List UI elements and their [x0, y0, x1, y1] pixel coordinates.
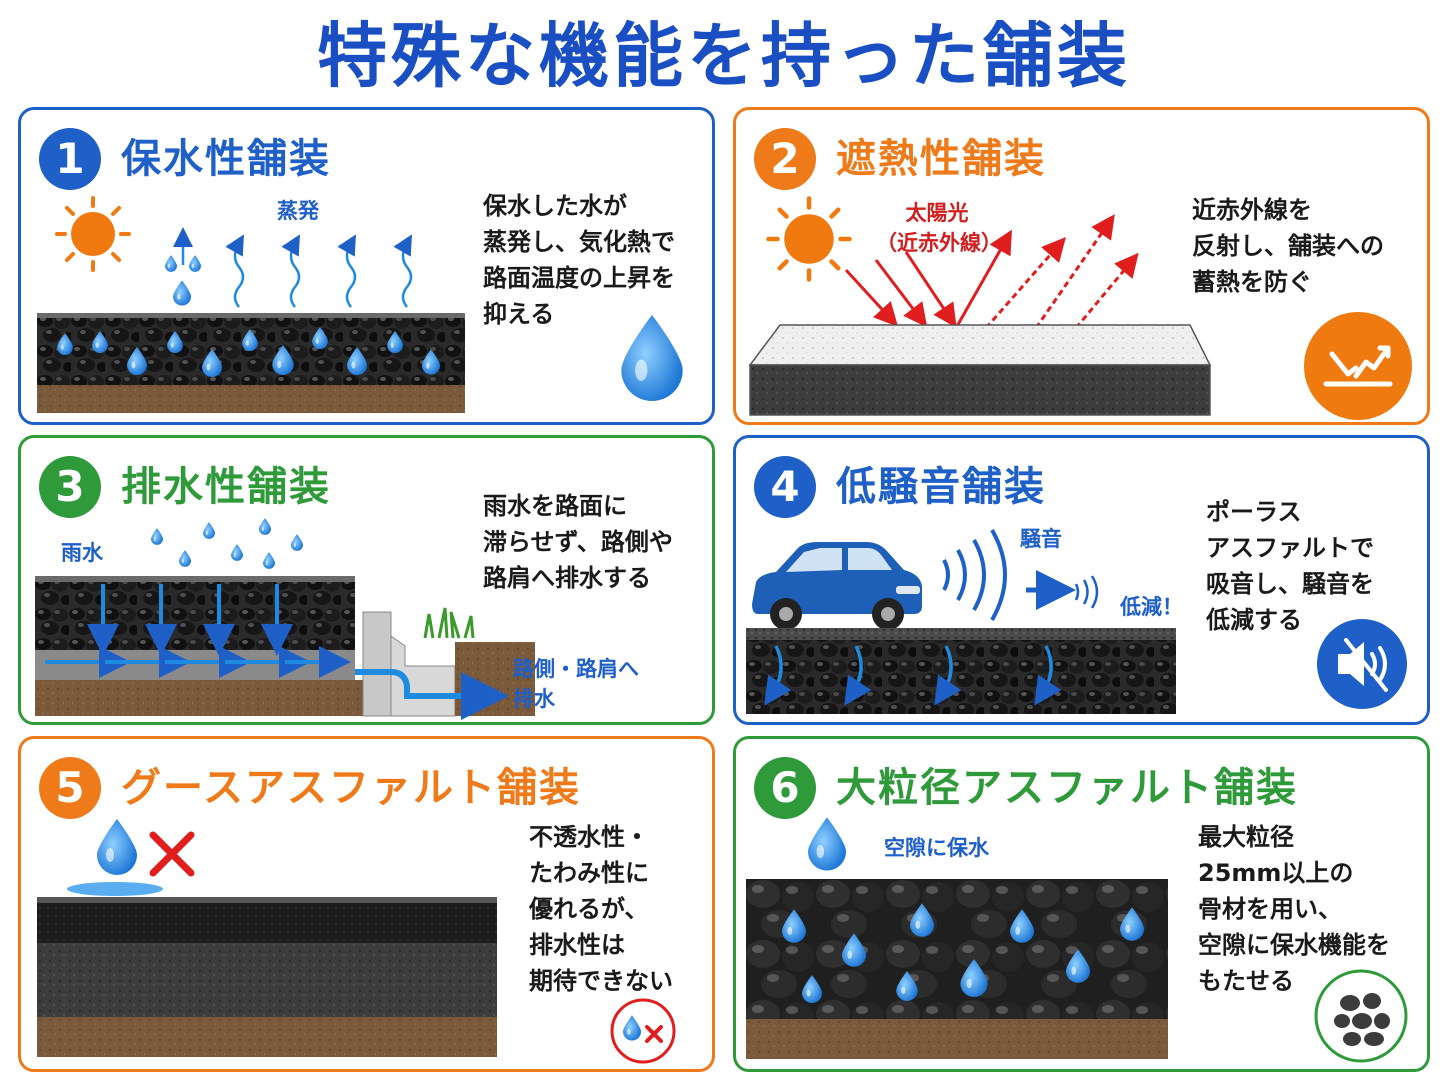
panel-large-aggregate: 6 大粒径アスファルト舗装 空隙に保水 最大粒径 25mm以上の 骨材を用い、 …	[733, 736, 1430, 1072]
panel-number: 2	[754, 128, 816, 190]
panel-number: 6	[754, 757, 816, 819]
reduced-label: 低減！	[1120, 595, 1183, 619]
rain-label: 雨水	[61, 541, 103, 565]
aggregate-icon	[1314, 969, 1408, 1063]
sun-icon	[55, 196, 131, 272]
sun-icon	[766, 196, 852, 282]
panel-title: 保水性舗装	[121, 136, 331, 182]
panel-title: 大粒径アスファルト舗装	[836, 765, 1298, 811]
panel-number: 5	[39, 757, 101, 819]
panel-guss-asphalt: 5 グースアスファルト舗装 不透水性・ たわみ性に 優れるが、 排水性は 期待で…	[18, 736, 715, 1072]
water-drop-icon	[67, 819, 163, 896]
rain-drops	[151, 518, 303, 569]
speaker-mute-icon	[1317, 619, 1407, 709]
pavement-cross-section	[746, 628, 1176, 714]
car-icon	[752, 542, 922, 630]
panel-description: 保水した水が 蒸発し、気化熱で 路面温度の上昇を 抑える	[483, 192, 675, 328]
panel-number: 1	[39, 128, 101, 190]
panel-description: 雨水を路面に 滞らせず、路側や 路肩へ排水する	[483, 492, 673, 592]
panel-drainage: 3 排水性舗装 雨水 路側・路肩へ 排水 雨水を路面に 滞らせず、路側や 路	[18, 435, 715, 725]
panel-description: 近赤外線を 反射し、舗装への 蓄熱を防ぐ	[1192, 196, 1384, 296]
panel-description: 最大粒径 25mm以上の 骨材を用い、 空隙に保水機能を もたせる	[1198, 823, 1390, 995]
page-title: 特殊な機能を持った舗装	[317, 15, 1131, 97]
water-drop-icon	[808, 817, 846, 871]
cross-icon	[149, 831, 195, 877]
panel-low-noise: 4 低騒音舗装 騒音 低減！ ポーラス アスファルトで 吸音し、騒音を 低減する	[733, 435, 1430, 725]
panel-heat-shield: 2 遮熱性舗装 太陽光 （近赤外線） 近赤外線を 反射し、舗装への 蓄熱を防ぐ	[733, 107, 1430, 425]
sound-waves-icon	[942, 529, 1007, 621]
pavement-cross-section	[37, 313, 465, 413]
panel-title: 排水性舗装	[121, 464, 331, 510]
drain-to-shoulder-label: 路側・路肩へ 排水	[513, 657, 639, 711]
evaporation-arrows	[165, 227, 413, 308]
pavement-cross-section	[35, 576, 535, 720]
panel-title: 遮熱性舗装	[836, 136, 1046, 182]
heat-reflect-icon	[1304, 312, 1412, 420]
panel-number: 3	[39, 456, 101, 518]
panel-water-retentive: 1 保水性舗装 蒸発	[18, 107, 715, 425]
panel-title: グースアスファルト舗装	[121, 765, 581, 811]
pavement-cross-section	[746, 879, 1168, 1059]
reduction-arrow	[1026, 570, 1099, 610]
panel-description: 不透水性・ たわみ性に 優れるが、 排水性は 期待できない	[529, 823, 673, 995]
void-water-label: 空隙に保水	[884, 836, 989, 860]
reflection-arrows	[844, 214, 1139, 329]
evaporation-label: 蒸発	[277, 199, 319, 223]
panel-description: ポーラス アスファルトで 吸音し、騒音を 低減する	[1206, 498, 1374, 634]
no-drain-icon	[610, 998, 676, 1064]
pavement-cross-section	[748, 324, 1212, 416]
water-drop-icon	[621, 315, 683, 401]
noise-label: 騒音	[1020, 527, 1062, 551]
panel-title: 低騒音舗装	[836, 464, 1046, 510]
pavement-cross-section	[37, 897, 497, 1057]
panel-number: 4	[754, 456, 816, 518]
sunlight-label: 太陽光 （近赤外線）	[876, 201, 1002, 255]
